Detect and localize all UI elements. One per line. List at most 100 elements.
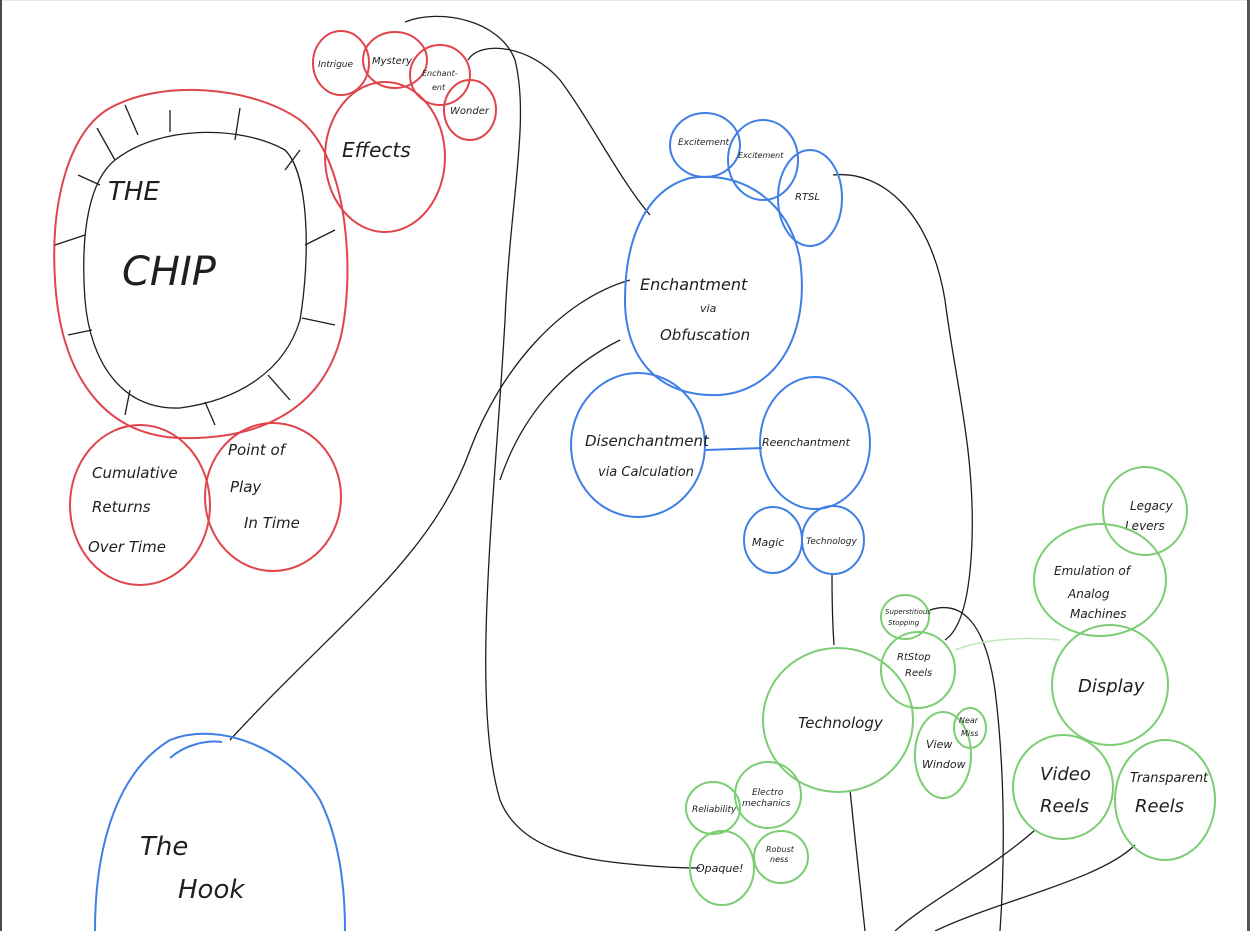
the-hook-inner-stroke — [169, 740, 223, 759]
cumulative-returns-node[interactable] — [69, 424, 211, 586]
green-cluster: Superstitious Stopping RtStop Reels Tech… — [685, 466, 1216, 906]
view-window-label-1: View — [926, 738, 952, 751]
legacy-label-1: Legacy — [1130, 499, 1174, 513]
opaque-node[interactable] — [689, 830, 755, 906]
cumulative-label-2: Returns — [92, 498, 151, 516]
wonder-label: Wonder — [450, 106, 490, 117]
technology-big-node[interactable] — [762, 647, 914, 793]
the-chip-label-2: CHIP — [122, 249, 217, 295]
connector-transparent-bottom — [934, 844, 1136, 931]
the-chip-inner-node — [83, 131, 307, 409]
the-hook-node[interactable] — [94, 732, 346, 931]
blue-cluster: Excitement Excitement RTSL Enchantment v… — [94, 112, 871, 931]
the-chip-ticks — [54, 104, 336, 426]
hook-label-2: Hook — [178, 875, 245, 905]
cumulative-label-1: Cumulative — [92, 464, 178, 482]
view-window-label-2: Window — [922, 758, 966, 771]
technology-big-label: Technology — [798, 714, 884, 732]
enchantment-main-label-3: Obfuscation — [660, 326, 750, 344]
cumulative-label-3: Over Time — [88, 538, 166, 556]
near-miss-label-1: Near — [959, 716, 979, 725]
rtstop-reels-node[interactable] — [880, 631, 956, 709]
canvas-right-border — [1247, 0, 1250, 931]
reliability-node[interactable] — [685, 781, 741, 835]
video-label-2: Reels — [1040, 796, 1089, 817]
near-miss-label-2: Miss — [961, 729, 978, 738]
robustness-node[interactable] — [753, 830, 809, 884]
point-label-2: Play — [230, 478, 262, 496]
intrigue-label: Intrigue — [318, 60, 354, 70]
electro-label-2: mechanics — [742, 799, 791, 809]
emulation-label-1: Emulation of — [1054, 564, 1132, 578]
connector-lines — [229, 15, 1136, 931]
electro-label-1: Electro — [752, 788, 784, 798]
disenchantment-label-2: via Calculation — [598, 465, 694, 480]
canvas-left-border — [0, 0, 2, 931]
enchantment-via-obfuscation-node[interactable] — [623, 175, 803, 397]
effects-node[interactable] — [324, 81, 446, 233]
display-label: Display — [1078, 676, 1145, 697]
rtsl-node[interactable] — [777, 149, 843, 247]
connector-enchantment-to-hook — [229, 279, 631, 741]
reenchantment-label: Reenchantment — [762, 436, 851, 449]
video-reels-node[interactable] — [1012, 734, 1114, 840]
display-node[interactable] — [1051, 624, 1169, 746]
emulation-node[interactable] — [1033, 523, 1167, 637]
wonder-node[interactable] — [443, 79, 497, 141]
transparent-reels-node[interactable] — [1114, 739, 1216, 861]
connector-rtsl-to-display — [832, 173, 973, 641]
disenchantment-node[interactable] — [570, 372, 706, 518]
rtstop-label-1: RtStop — [897, 652, 931, 663]
the-chip-outer-node[interactable] — [53, 89, 349, 440]
superstitious-label-2: Stopping — [888, 619, 920, 627]
superstitious-label-1: Superstitious — [885, 608, 931, 616]
mystery-node[interactable] — [362, 31, 428, 89]
view-window-node[interactable] — [914, 711, 972, 799]
reliability-label: Reliability — [692, 805, 737, 815]
connector-effects-to-opaque — [404, 15, 701, 869]
legacy-levers-node[interactable] — [1102, 466, 1188, 556]
emulation-label-3: Machines — [1070, 607, 1126, 621]
reenchantment-node[interactable] — [759, 376, 871, 510]
technology-small-label: Technology — [806, 537, 858, 547]
transparent-label-1: Transparent — [1130, 771, 1209, 786]
opaque-label: Opaque! — [696, 862, 744, 875]
connector-enchantment-left-curve — [499, 339, 621, 481]
connector-top-to-enchantment — [467, 47, 651, 216]
excitement-2-node[interactable] — [727, 119, 799, 201]
legacy-label-2: Levers — [1125, 519, 1165, 533]
connector-superstitious-down — [929, 606, 1004, 931]
video-label-1: Video — [1040, 764, 1091, 785]
transparent-label-2: Reels — [1135, 796, 1184, 817]
rtsl-label: RTSL — [795, 192, 820, 203]
connector-video-bottom — [894, 829, 1036, 931]
connector-technology-down — [831, 574, 835, 646]
rtstop-label-2: Reels — [905, 668, 932, 679]
robust-label-2: ness — [770, 855, 788, 864]
point-of-play-node[interactable] — [204, 422, 342, 572]
excitement-label: Excitement — [678, 138, 730, 148]
excitement-2-label: Excitement — [738, 151, 784, 160]
point-label-3: In Time — [244, 514, 300, 532]
superstitious-stopping-node[interactable] — [880, 594, 930, 640]
emulation-label-2: Analog — [1067, 587, 1110, 601]
connector-rtstop-display — [954, 637, 1061, 651]
near-miss-node[interactable] — [953, 707, 987, 749]
enchantment-top-node[interactable] — [409, 44, 471, 106]
electromechanics-node[interactable] — [734, 761, 802, 829]
robust-label-1: Robust — [766, 845, 795, 854]
canvas-top-border — [0, 0, 1250, 1]
red-cluster: THE CHIP Effects Intrigue Mystery Enchan… — [53, 30, 497, 586]
technology-small-node[interactable] — [801, 505, 865, 575]
effects-label: Effects — [342, 138, 411, 162]
enchantment-main-label-1: Enchantment — [640, 275, 748, 294]
connector-disenchantment-reenchantment — [705, 447, 763, 451]
hook-label-1: The — [140, 832, 188, 862]
enchantment-top-label-2: ent — [432, 83, 446, 92]
connector-technology-bottom — [849, 789, 866, 931]
intrigue-node[interactable] — [312, 30, 370, 96]
the-chip-label-1: THE — [108, 177, 160, 207]
mystery-label: Mystery — [372, 56, 413, 67]
enchantment-main-label-2: via — [700, 302, 717, 315]
